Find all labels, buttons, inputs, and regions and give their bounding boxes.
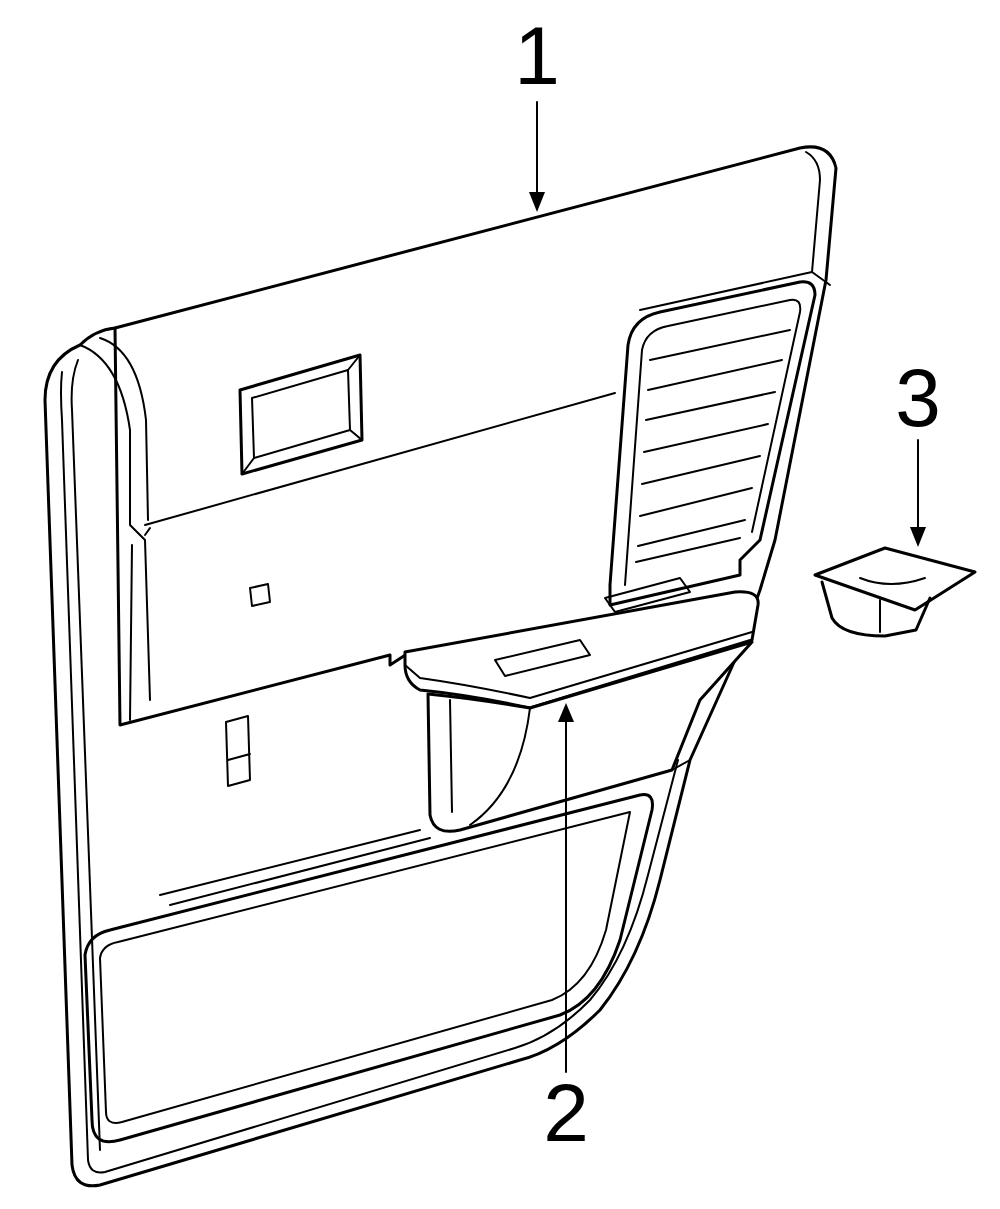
leader-line xyxy=(536,102,538,195)
panel-rim xyxy=(72,360,100,1150)
upper-panel xyxy=(115,328,410,725)
pull-cup xyxy=(428,642,752,831)
leader-arrowhead xyxy=(558,703,574,722)
leader-line xyxy=(917,440,919,530)
callout-number: 3 xyxy=(895,357,941,439)
pull-cup xyxy=(672,760,690,770)
armrest-switch xyxy=(495,640,590,676)
trim-tab xyxy=(226,716,250,786)
callout-number: 2 xyxy=(543,1072,589,1154)
trim-clip xyxy=(822,582,930,636)
panel-edge-strip xyxy=(100,338,148,520)
door-panel-outline xyxy=(45,147,836,1186)
trim-clip xyxy=(815,548,975,610)
leader-line xyxy=(565,720,567,1072)
leader-arrowhead xyxy=(910,527,926,547)
pull-cup xyxy=(450,700,530,825)
leader-arrowhead xyxy=(529,192,545,212)
grille-slats xyxy=(636,330,790,562)
panel-crease xyxy=(160,830,430,905)
panel-top-edge xyxy=(812,272,830,285)
callout-number: 1 xyxy=(514,15,560,97)
speaker-grille xyxy=(625,300,800,585)
switch-bezel xyxy=(252,370,350,458)
upper-panel xyxy=(130,545,132,720)
lock-hole xyxy=(250,584,270,606)
panel-crease xyxy=(145,528,150,535)
switch-bezel xyxy=(240,355,362,474)
switch-bezel xyxy=(242,355,362,474)
trim-clip xyxy=(860,578,925,632)
speaker-grille xyxy=(610,282,815,605)
panel-crease xyxy=(145,393,615,525)
